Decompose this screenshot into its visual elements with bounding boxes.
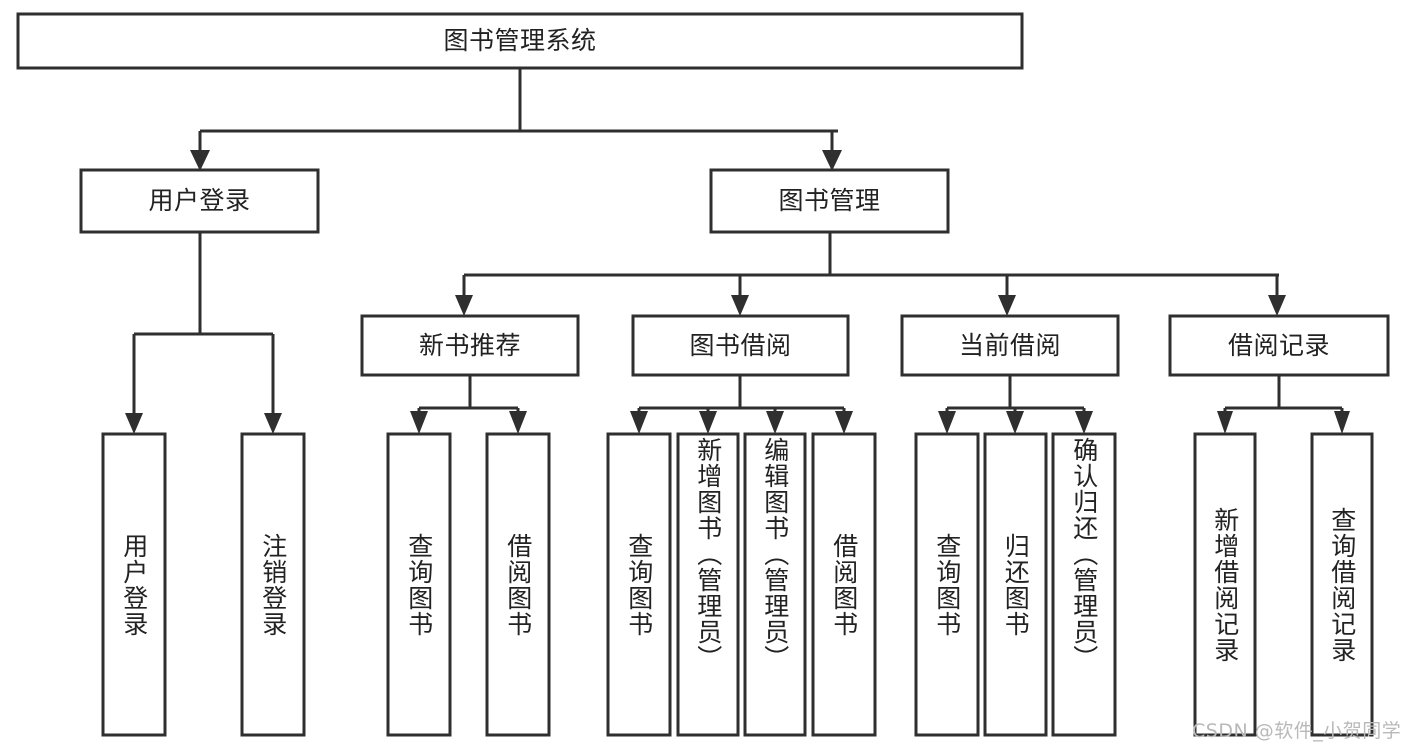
node-box-leaf-3[interactable] [386,432,452,737]
arrow-head-borrow [731,295,749,316]
node-box-leaf-1[interactable] [101,432,167,737]
node-box-bookmgmt[interactable] [709,168,950,234]
arrow-head-leaf-6 [699,411,717,434]
arrow-head-login [190,150,210,171]
arrow-head-leaf-12 [1217,411,1233,434]
connector-group-current [938,375,1093,434]
connector-group-bookmgmt [455,232,1286,316]
arrow-head-leaf-11 [1075,411,1093,434]
arrow-head-leaf-10 [1006,411,1024,434]
node-box-leaf-4[interactable] [485,432,551,737]
arrow-head-leaf-4 [509,411,527,434]
connector-group-root [190,68,842,171]
node-box-leaf-9[interactable] [914,432,980,737]
node-box-leaf-11[interactable] [1051,432,1117,737]
arrow-head-leaf-8 [835,411,853,434]
arrow-head-leaf-5 [630,411,648,434]
arrow-head-records [1268,295,1286,316]
node-box-records[interactable] [1168,314,1390,377]
connector-group-newbook [410,375,527,434]
node-box-leaf-2[interactable] [240,432,306,737]
node-box-leaf-5[interactable] [606,432,672,737]
arrow-head-leaf-9 [938,411,956,434]
node-box-borrow[interactable] [631,314,850,377]
arrow-head-leaf-13 [1334,411,1350,434]
node-box-login[interactable] [79,168,320,234]
arrow-head-leaf-2 [264,413,282,434]
node-box-leaf-13[interactable] [1310,432,1374,737]
node-box-leaf-6[interactable] [676,432,740,737]
node-box-newbook[interactable] [360,314,580,377]
arrow-head-leaf-3 [410,411,428,434]
node-box-leaf-7[interactable] [743,432,807,737]
node-box-leaf-10[interactable] [983,432,1048,737]
connector-group-records [1217,375,1350,434]
node-box-current[interactable] [900,314,1120,377]
arrow-head-newbook [455,295,473,316]
connector-group-login [125,232,282,434]
arrow-head-current [998,295,1016,316]
arrow-head-bookmgmt [822,150,842,171]
node-box-leaf-12[interactable] [1193,432,1257,737]
csdn-watermark: CSDN @软件_小贺同学 [1192,720,1402,742]
connector-group-borrow [630,375,853,434]
node-box-root[interactable] [16,12,1024,70]
arrow-head-leaf-1 [125,413,143,434]
arrow-head-leaf-7 [766,411,784,434]
node-box-leaf-8[interactable] [811,432,877,737]
